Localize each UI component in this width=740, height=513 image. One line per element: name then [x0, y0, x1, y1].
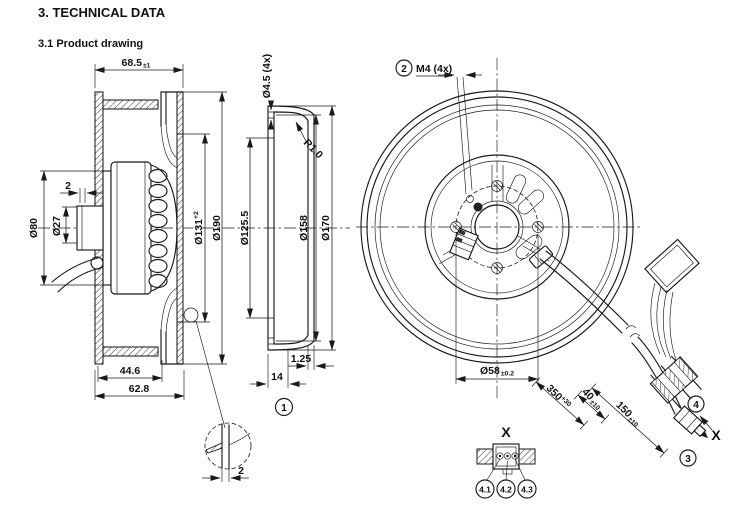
dim-inlet-dia: Ø131+2 — [193, 211, 205, 245]
balloon-2-label: 2 — [401, 64, 407, 75]
lead-wires — [650, 282, 677, 361]
dim-flange-depth: 14 — [271, 371, 283, 383]
section-subtitle: 3.1 Product drawing — [38, 38, 143, 50]
bearing-tube — [76, 205, 104, 251]
dim-inner-dia: Ø125.5 — [239, 211, 251, 246]
hub-bore — [474, 204, 520, 250]
plug-view-arrow-label: X — [711, 427, 721, 443]
detail-view: 2 — [202, 422, 252, 482]
dim-radius: R1.0 — [301, 137, 325, 161]
dim-wall: 1.25 — [291, 353, 312, 365]
dim-hub-dia: Ø58±0.2 — [480, 365, 514, 378]
pin-43-label: 4.3 — [521, 485, 533, 495]
internal-terminal-block — [449, 227, 479, 261]
rotor-face — [424, 154, 570, 300]
dim-lead-length: 150±10 — [613, 399, 643, 429]
page-title: 3. TECHNICAL DATA — [38, 5, 166, 20]
balloon-1-label: 1 — [281, 403, 287, 414]
motor-body — [110, 161, 152, 295]
rotor-bell — [150, 164, 178, 292]
dim-cable-length: 350+30 — [544, 382, 573, 411]
balloon-2 — [395, 59, 413, 77]
cable-ferrule — [672, 405, 709, 439]
pin-balloon-41 — [475, 479, 495, 499]
side-view: 68.5±1 2 Ø80 Ø27 Ø131+2 Ø190 44.6 62.8 — [28, 57, 350, 429]
pin-balloon-43 — [517, 479, 537, 499]
pin-balloon-42 — [496, 479, 516, 499]
dim-len-inner: 44.6 — [120, 365, 141, 377]
dim-flange-outer-dia: Ø170 — [320, 215, 332, 241]
cable-gland — [528, 245, 554, 269]
pin-41-label: 4.1 — [479, 485, 491, 495]
dim-screw-thread: M4 (4x) — [416, 63, 452, 75]
balloon-4 — [687, 395, 705, 413]
dim-shaft-dia: Ø27 — [51, 216, 63, 236]
balloon-1 — [274, 397, 294, 417]
dim-gap: 2 — [65, 180, 71, 192]
pin-42-label: 4.2 — [500, 485, 512, 495]
mounting-screws — [450, 180, 544, 274]
cable-front — [539, 250, 629, 334]
dim-len-outer: 62.8 — [129, 383, 150, 395]
terminal-box — [644, 238, 700, 294]
detail-circle — [204, 422, 252, 470]
dim-motor-dia: Ø80 — [28, 218, 40, 238]
dim-flange-thickness: 2 — [238, 465, 244, 477]
connector-detail: X 4.1 4.2 4.3 — [475, 424, 537, 499]
front-view: 2 M4 (4x) Ø58±0.2 350+30 40±10 150±10 3 … — [356, 58, 721, 467]
balloon-3-label: 3 — [685, 454, 691, 465]
dim-pitch-dia: Ø158 — [298, 215, 310, 241]
flange-view: Ø4.5 (4x) R1.0 Ø125.5 Ø158 Ø170 1.25 14 … — [239, 54, 336, 417]
dim-outer-dia: Ø190 — [211, 215, 223, 241]
bolt-circle — [455, 185, 539, 269]
dim-depth: 68.5±1 — [122, 57, 151, 70]
cable-side — [51, 257, 101, 293]
balloon-4-label: 4 — [693, 400, 699, 411]
detail-marker-circle — [183, 307, 199, 323]
connector-detail-title: X — [501, 424, 511, 440]
balloon-3 — [679, 449, 697, 467]
dim-hole: Ø4.5 (4x) — [261, 54, 273, 98]
motor-flange — [102, 170, 112, 286]
impeller-outer-rim — [360, 90, 634, 364]
